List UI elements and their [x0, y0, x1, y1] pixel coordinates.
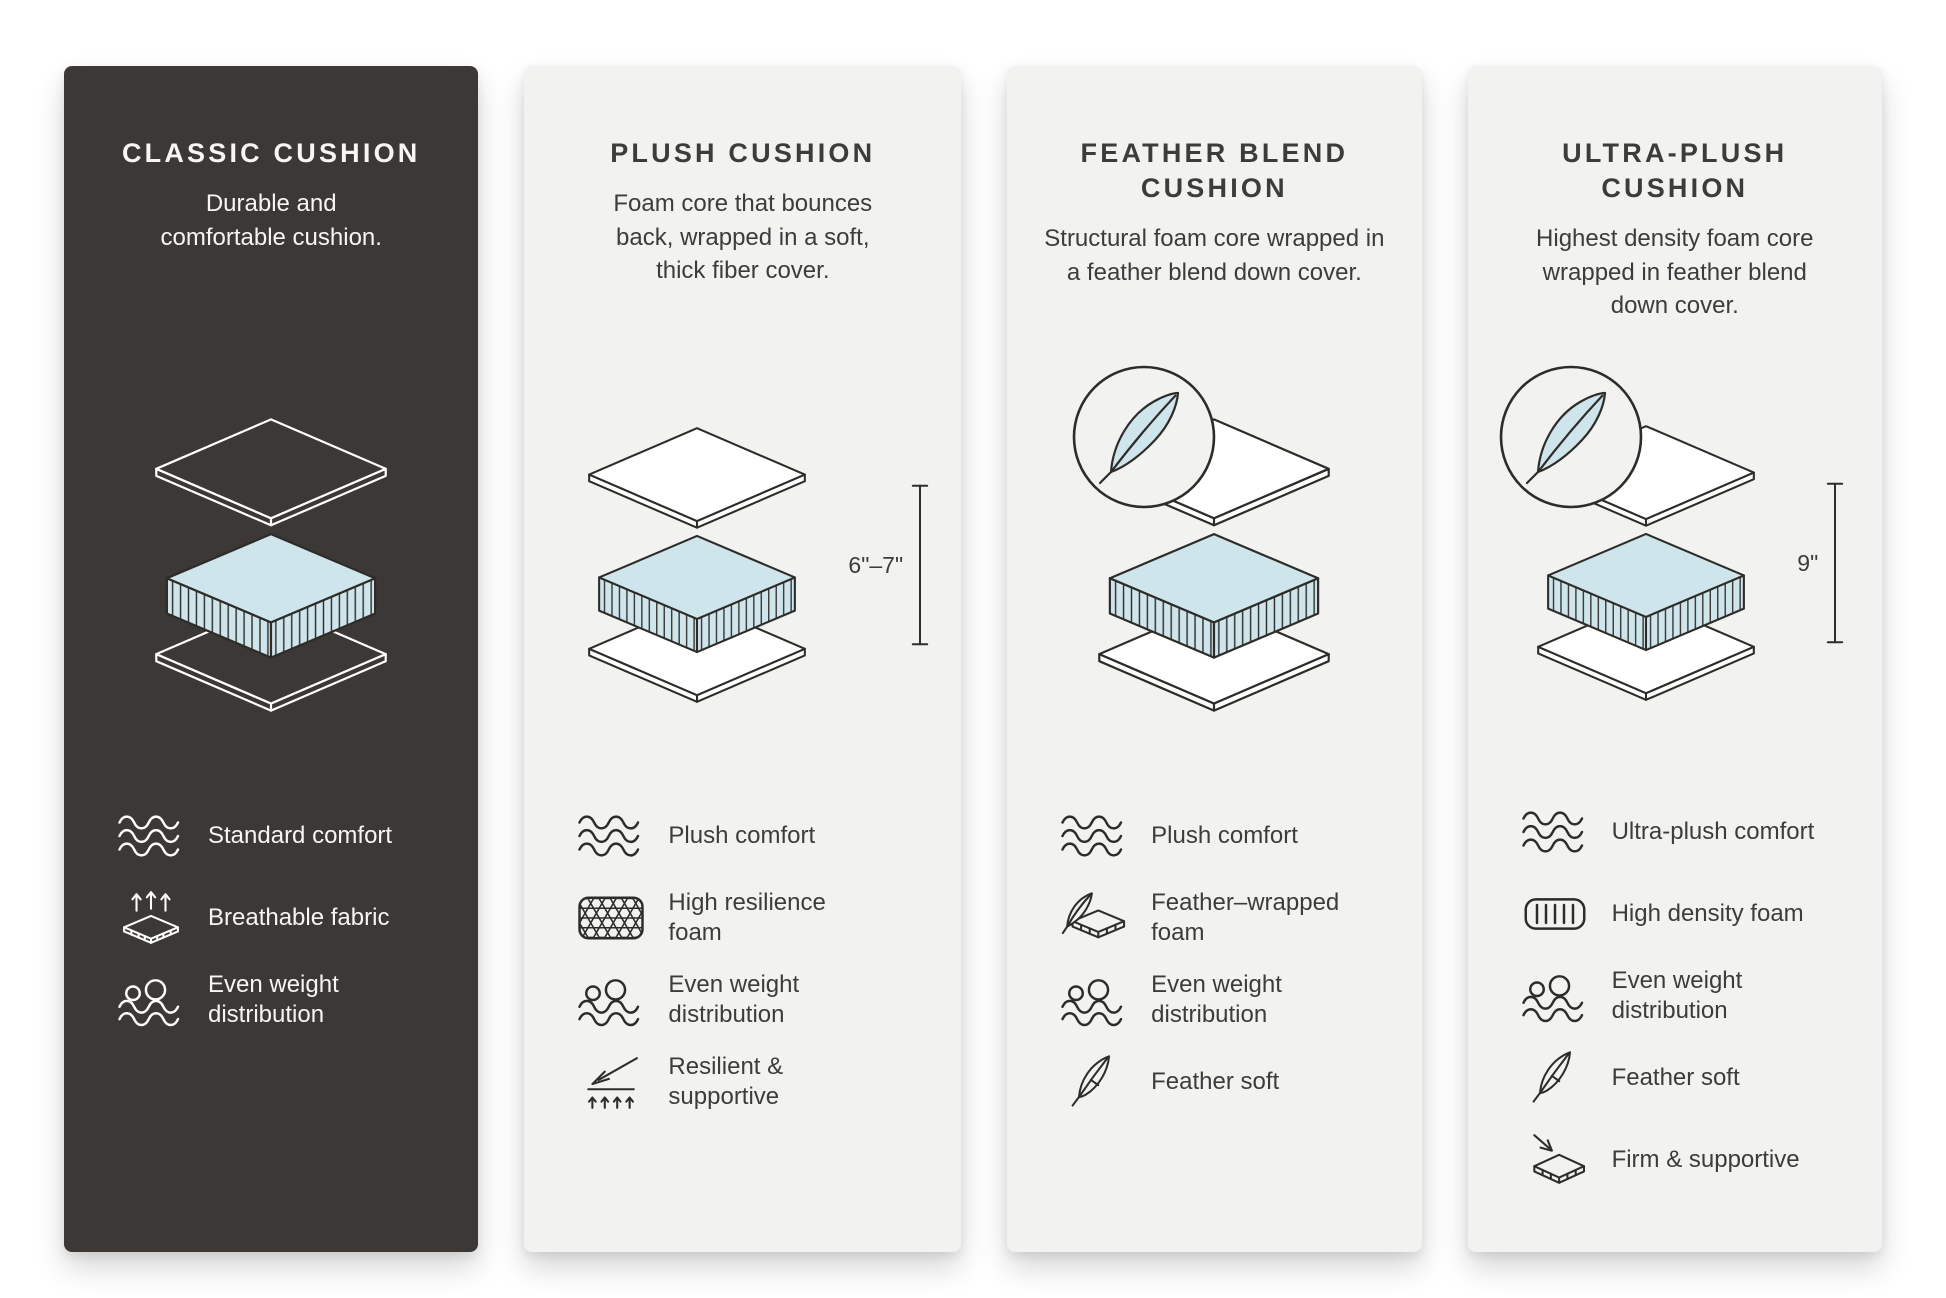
- feature-row: Feather soft: [1051, 1052, 1389, 1112]
- panel-header: FEATHER BLEND CUSHION Structural foam co…: [1039, 136, 1389, 346]
- feather-badge-icon: [1496, 362, 1646, 512]
- height-measure-line: [1826, 472, 1844, 654]
- feature-label: Plush comfort: [1151, 822, 1298, 849]
- height-measurement: 6"–7": [848, 474, 929, 656]
- feature-row: Feather–wrapped foam: [1051, 888, 1389, 948]
- panel-header: CLASSIC CUSHION Durable and comfortable …: [96, 136, 446, 346]
- even-weight-icon: [1512, 969, 1598, 1023]
- waves-icon: [1051, 809, 1137, 863]
- feature-row: Plush comfort: [568, 806, 929, 866]
- feature-label: Even weight distribution: [208, 971, 339, 1028]
- height-measure-label: 6"–7": [848, 551, 904, 578]
- feature-row: Even weight distribution: [1512, 966, 1850, 1026]
- feature-row: Even weight distribution: [1051, 970, 1389, 1030]
- feature-label: Plush comfort: [668, 822, 816, 849]
- high-density-foam-icon: [1512, 887, 1598, 941]
- feature-label: Firm & supportive: [1611, 1146, 1800, 1173]
- feature-row: Resilient & supportive: [568, 1052, 929, 1112]
- cushion-diagram: [1039, 350, 1389, 780]
- feature-label: Resilient & supportive: [668, 1053, 784, 1110]
- panel-plush-cushion: PLUSH CUSHION Foam core that bounces bac…: [524, 66, 962, 1252]
- feature-label: Even weight distribution: [668, 971, 800, 1028]
- feature-list: Plush comfort Feather–wrapped foam Even …: [1039, 806, 1389, 1134]
- feature-row: Even weight distribution: [568, 970, 929, 1030]
- feather-badge-icon: [1069, 362, 1219, 512]
- feature-label: High resilience foam: [668, 889, 826, 946]
- panel-classic-cushion: CLASSIC CUSHION Durable and comfortable …: [64, 66, 479, 1252]
- feature-row: Even weight distribution: [108, 970, 446, 1030]
- feature-row: Standard comfort: [108, 806, 446, 866]
- feather-wrapped-foam-icon: [1051, 889, 1137, 947]
- firm-supportive-icon: [1512, 1130, 1598, 1190]
- cushion-diagram: [96, 350, 446, 780]
- even-weight-icon: [568, 973, 654, 1027]
- cushion-diagram: 6"–7": [556, 350, 929, 780]
- feature-row: High resilience foam: [568, 888, 929, 948]
- even-weight-icon: [108, 973, 194, 1027]
- panel-ultra-plush-cushion: ULTRA-PLUSH CUSHION Highest density foam…: [1467, 66, 1882, 1252]
- feature-row: High density foam: [1512, 884, 1850, 944]
- resilient-supportive-icon: [568, 1052, 654, 1112]
- feature-label: Breathable fabric: [208, 904, 390, 931]
- high-resilience-foam-icon: [568, 891, 654, 945]
- feature-label: High density foam: [1611, 900, 1804, 927]
- panel-description: Foam core that bounces back, wrapped in …: [613, 190, 873, 285]
- feature-row: Plush comfort: [1051, 806, 1389, 866]
- cushion-layers-illustration: [556, 423, 838, 707]
- panel-title: PLUSH CUSHION: [610, 138, 876, 168]
- cushion-comparison: CLASSIC CUSHION Durable and comfortable …: [64, 66, 1882, 1252]
- feature-list: Ultra-plush comfort High density foam Ev…: [1500, 802, 1850, 1212]
- feature-label: Even weight distribution: [1151, 971, 1282, 1028]
- feature-row: Breathable fabric: [108, 888, 446, 948]
- feature-label: Feather–wrapped foam: [1151, 889, 1340, 946]
- panel-title: ULTRA-PLUSH CUSHION: [1562, 138, 1788, 204]
- panel-title: CLASSIC CUSHION: [121, 138, 421, 168]
- panel-header: ULTRA-PLUSH CUSHION Highest density foam…: [1500, 136, 1850, 346]
- panel-description: Highest density foam core wrapped in fea…: [1536, 225, 1814, 320]
- even-weight-icon: [1051, 973, 1137, 1027]
- cushion-layers-illustration: [121, 414, 421, 716]
- panel-header: PLUSH CUSHION Foam core that bounces bac…: [556, 136, 929, 346]
- feature-row: Ultra-plush comfort: [1512, 802, 1850, 862]
- panel-title: FEATHER BLEND CUSHION: [1080, 138, 1349, 204]
- feature-label: Feather soft: [1151, 1068, 1280, 1095]
- height-measure-label: 9": [1797, 549, 1819, 576]
- panel-description: Durable and comfortable cushion.: [160, 190, 382, 251]
- feature-row: Firm & supportive: [1512, 1130, 1850, 1190]
- feature-list: Plush comfort High resilience foam Even …: [556, 806, 929, 1134]
- panel-description: Structural foam core wrapped in a feathe…: [1044, 225, 1385, 286]
- height-measurement: 9": [1797, 472, 1844, 654]
- waves-icon: [108, 809, 194, 863]
- feature-list: Standard comfort Breathable fabric Even …: [96, 806, 446, 1052]
- feature-label: Ultra-plush comfort: [1611, 818, 1815, 845]
- feature-label: Feather soft: [1611, 1064, 1740, 1091]
- height-measure-line: [911, 474, 929, 656]
- feather-icon: [1512, 1048, 1598, 1108]
- waves-icon: [1512, 805, 1598, 859]
- cushion-diagram: 9": [1500, 350, 1850, 776]
- waves-icon: [568, 809, 654, 863]
- feature-label: Standard comfort: [208, 822, 393, 849]
- feature-row: Feather soft: [1512, 1048, 1850, 1108]
- breathable-fabric-icon: [108, 888, 194, 948]
- feature-label: Even weight distribution: [1611, 967, 1743, 1024]
- panel-feather-blend-cushion: FEATHER BLEND CUSHION Structural foam co…: [1007, 66, 1422, 1252]
- feather-icon: [1051, 1052, 1137, 1112]
